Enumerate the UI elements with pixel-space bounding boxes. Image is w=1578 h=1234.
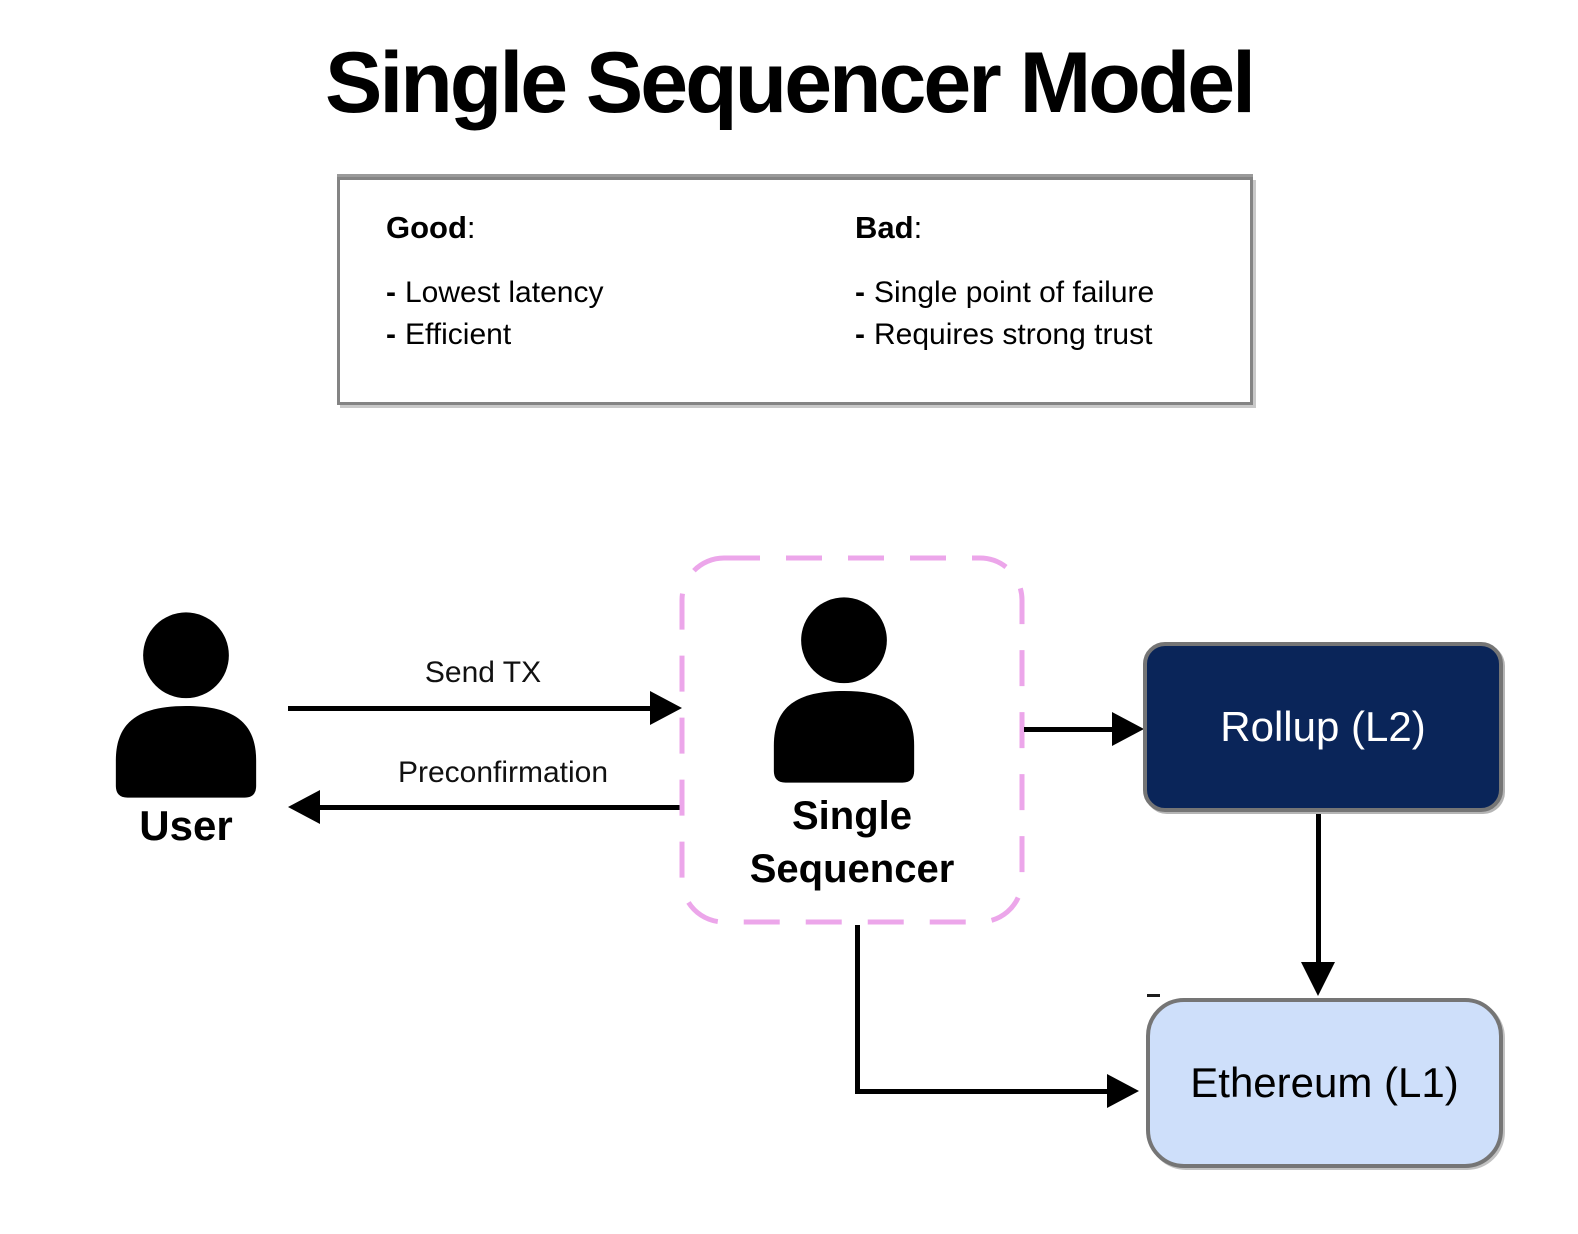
stray-dash-mark [1147,994,1160,997]
good-item-text: Lowest latency [405,276,604,309]
ethereum-label: Ethereum (L1) [1190,1059,1459,1106]
ethereum-node: Ethereum (L1) [1146,998,1503,1168]
rollup-label: Rollup (L2) [1220,703,1426,750]
sequencer-icon [768,597,920,783]
sequencer-to-ethereum-arrow-vertical [855,925,860,1092]
rollup-to-ethereum-arrowhead-icon [1301,962,1335,996]
bullet-dash: - [855,318,865,351]
sequencer-to-ethereum-arrow-horizontal [855,1089,1107,1094]
preconfirmation-arrow-line [320,805,682,810]
sequencer-label: Single Sequencer [682,790,1022,896]
send-tx-arrow-line [288,706,650,711]
bad-item-text: Requires strong trust [874,318,1153,351]
pros-cons-box: Good: -Lowest latency -Efficient Bad: -S… [337,177,1253,405]
bad-heading-word: Bad [855,210,914,245]
page-title: Single Sequencer Model [325,35,1256,131]
rollup-to-ethereum-arrow-line [1316,814,1321,964]
preconfirmation-label: Preconfirmation [397,756,609,789]
bad-column: Bad: -Single point of failure -Requires … [855,210,1154,356]
bullet-dash: - [855,276,865,309]
good-column: Good: -Lowest latency -Efficient [386,210,603,356]
sequencer-label-line2: Sequencer [749,847,955,891]
good-item: -Lowest latency [386,272,603,314]
bad-item-text: Single point of failure [874,276,1155,309]
sequencer-to-ethereum-arrowhead-icon [1107,1074,1139,1108]
good-item: -Efficient [386,314,603,356]
bad-item: -Requires strong trust [855,314,1154,356]
user-icon [110,612,262,798]
bullet-dash: - [386,318,396,351]
sequencer-label-line1: Single [791,794,913,838]
good-item-text: Efficient [405,318,512,351]
good-heading-colon: : [466,210,476,245]
sequencer-dashed-box [679,555,1025,925]
person-icon [773,597,915,783]
bad-list: -Single point of failure -Requires stron… [855,272,1154,356]
sequencer-to-rollup-arrowhead-icon [1112,712,1144,746]
bad-heading-colon: : [913,210,923,245]
send-tx-label: Send TX [424,656,542,689]
good-list: -Lowest latency -Efficient [386,272,603,356]
bad-heading: Bad: [855,210,1154,246]
bullet-dash: - [386,276,396,309]
rollup-node: Rollup (L2) [1143,642,1503,812]
bad-item: -Single point of failure [855,272,1154,314]
person-icon [115,612,257,798]
preconfirmation-arrowhead-icon [288,790,320,824]
sequencer-to-rollup-arrow-line [1024,727,1112,732]
send-tx-arrowhead-icon [650,691,682,725]
good-heading: Good: [386,210,603,246]
good-heading-word: Good [386,210,467,245]
user-label: User [139,802,233,849]
